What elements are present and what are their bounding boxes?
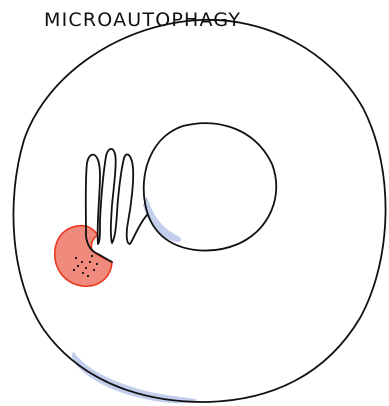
- cell-membrane: [13, 20, 385, 402]
- membrane-protrusion: [86, 149, 147, 262]
- cargo-body: [55, 226, 112, 287]
- cargo-particle: [55, 226, 112, 287]
- cell-membrane-shading: [72, 352, 196, 403]
